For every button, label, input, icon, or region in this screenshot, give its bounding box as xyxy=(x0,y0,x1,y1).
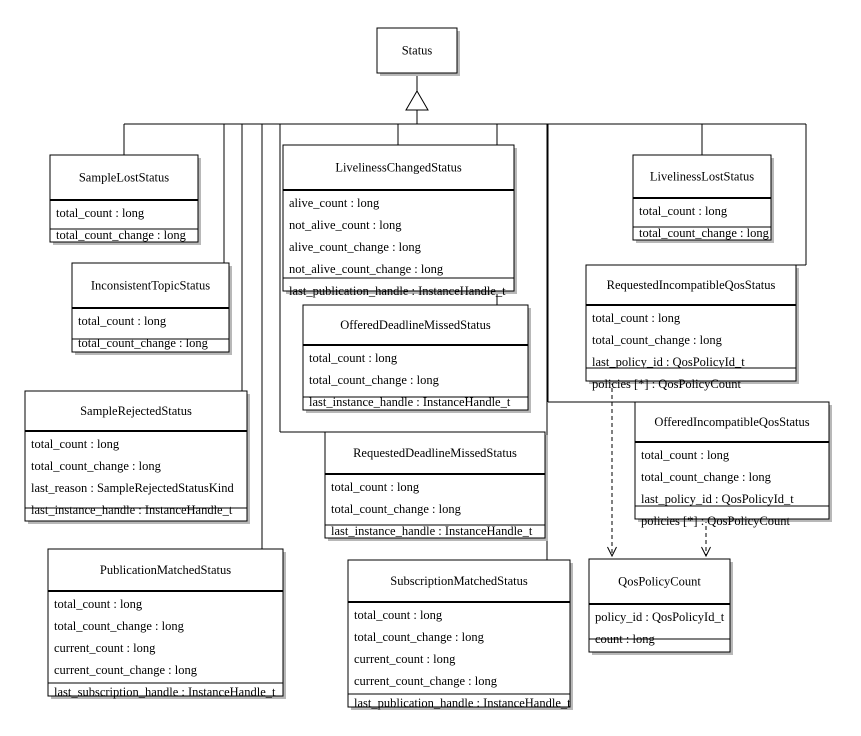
class-attribute-label: not_alive_count_change : long xyxy=(289,262,444,276)
class-box-frame xyxy=(49,154,199,243)
class-attribute-label: total_count : long xyxy=(31,437,120,451)
class-attribute-label: total_count : long xyxy=(641,448,730,462)
class-name-label: QosPolicyCount xyxy=(618,574,701,588)
class-name-label: OfferedIncompatibleQosStatus xyxy=(654,415,809,429)
class-name-label: SubscriptionMatchedStatus xyxy=(390,574,528,588)
class-attribute-label: policies [*] : QosPolicyCount xyxy=(641,514,790,528)
dep-offered-to-qospolicycount xyxy=(701,519,711,558)
class-box-subscription-matched-status[interactable]: SubscriptionMatchedStatus total_count : l… xyxy=(347,559,573,710)
class-box-offered-deadline-missed-status[interactable]: OfferedDeadlineMissedStatus total_count :… xyxy=(302,304,531,413)
class-box-frame xyxy=(585,264,797,382)
class-attribute-label: last_subscription_handle : InstanceHandl… xyxy=(54,685,276,699)
class-name-label: Status xyxy=(402,43,433,57)
class-attribute-label: not_alive_count : long xyxy=(289,218,402,232)
class-name-label: PublicationMatchedStatus xyxy=(100,563,231,577)
class-attribute-label: total_count : long xyxy=(78,314,167,328)
class-attribute-label: total_count_change : long xyxy=(78,336,209,350)
class-attribute-label: alive_count_change : long xyxy=(289,240,422,254)
class-name-label: SampleRejectedStatus xyxy=(80,404,192,418)
class-attribute-label: last_reason : SampleRejectedStatusKind xyxy=(31,481,234,495)
class-attribute-label: policy_id : QosPolicyId_t xyxy=(595,610,725,624)
class-attribute-label: last_policy_id : QosPolicyId_t xyxy=(592,355,745,369)
class-attribute-label: current_count_change : long xyxy=(54,663,198,677)
class-attribute-label: total_count : long xyxy=(56,206,145,220)
generalization-branch-requested-deadline-missed-status xyxy=(279,124,325,433)
class-attribute-label: current_count_change : long xyxy=(354,674,498,688)
class-attribute-label: total_count : long xyxy=(592,311,681,325)
class-attribute-label: total_count_change : long xyxy=(54,619,185,633)
class-box-sample-lost-status[interactable]: SampleLostStatus total_count : long total_… xyxy=(49,154,201,245)
class-box-frame xyxy=(282,144,515,292)
class-name-label: RequestedDeadlineMissedStatus xyxy=(353,446,517,460)
class-attribute-label: last_policy_id : QosPolicyId_t xyxy=(641,492,794,506)
class-box-frame xyxy=(47,548,284,697)
class-attribute-label: total_count : long xyxy=(309,351,398,365)
class-box-publication-matched-status[interactable]: PublicationMatchedStatus total_count : lo… xyxy=(47,548,286,699)
class-name-label: LivelinessLostStatus xyxy=(650,169,754,183)
class-box-frame xyxy=(376,27,458,74)
class-attribute-label: total_count : long xyxy=(354,608,443,622)
class-box-frame xyxy=(302,304,529,411)
class-box-frame xyxy=(24,390,248,522)
class-attribute-label: last_instance_handle : InstanceHandle_t xyxy=(31,503,233,517)
class-attribute-label: total_count_change : long xyxy=(641,470,772,484)
class-box-requested-incompatible-qos-status[interactable]: RequestedIncompatibleQosStatus total_coun… xyxy=(585,264,799,391)
class-box-inconsistent-topic-status[interactable]: InconsistentTopicStatus total_count : lon… xyxy=(71,262,232,355)
class-box-liveliness-lost-status[interactable]: LivelinessLostStatus total_count : long to… xyxy=(632,154,774,243)
class-box-frame xyxy=(588,558,731,653)
class-attribute-label: last_publication_handle : InstanceHandle… xyxy=(354,696,571,710)
class-attribute-label: total_count : long xyxy=(54,597,143,611)
class-attribute-label: total_count_change : long xyxy=(56,228,187,242)
class-attribute-label: last_publication_handle : InstanceHandle… xyxy=(289,284,506,298)
generalization-branch-requested-incompatible-qos-status xyxy=(796,124,807,266)
class-attribute-label: total_count_change : long xyxy=(354,630,485,644)
class-name-label: LivelinessChangedStatus xyxy=(335,160,462,174)
class-box-sample-rejected-status[interactable]: SampleRejectedStatus total_count : long to… xyxy=(24,390,250,524)
class-attribute-label: total_count_change : long xyxy=(309,373,440,387)
class-attribute-label: total_count_change : long xyxy=(331,502,462,516)
class-attribute-label: total_count_change : long xyxy=(592,333,723,347)
class-attribute-label: total_count : long xyxy=(331,480,420,494)
class-box-frame xyxy=(634,401,830,520)
dependency-arrowhead-icon xyxy=(607,546,617,558)
class-box-requested-deadline-missed-status[interactable]: RequestedDeadlineMissedStatus total_count… xyxy=(324,431,548,541)
class-attribute-label: alive_count : long xyxy=(289,196,380,210)
class-name-label: RequestedIncompatibleQosStatus xyxy=(607,278,776,292)
dependency-arrowhead-icon xyxy=(701,546,711,558)
class-attribute-label: total_count_change : long xyxy=(639,226,770,240)
class-name-label: OfferedDeadlineMissedStatus xyxy=(340,318,491,332)
class-attribute-label: current_count : long xyxy=(54,641,156,655)
class-attribute-label: total_count_change : long xyxy=(31,459,162,473)
generalization-arrowhead-icon xyxy=(405,90,429,111)
class-box-frame xyxy=(324,431,546,539)
class-name-label: SampleLostStatus xyxy=(79,170,169,184)
class-attribute-label: total_count : long xyxy=(639,204,728,218)
dep-requested-to-qospolicycount xyxy=(607,381,617,558)
class-name-label: InconsistentTopicStatus xyxy=(91,278,210,292)
class-box-frame xyxy=(347,559,571,708)
class-box-status[interactable]: Status xyxy=(376,27,460,76)
class-box-liveliness-changed-status[interactable]: LivelinessChangedStatus alive_count : lon… xyxy=(282,144,517,298)
class-box-offered-incompatible-qos-status[interactable]: OfferedIncompatibleQosStatus total_count … xyxy=(634,401,832,528)
class-attribute-label: last_instance_handle : InstanceHandle_t xyxy=(309,395,511,409)
class-attribute-label: last_instance_handle : InstanceHandle_t xyxy=(331,524,533,538)
class-attribute-label: current_count : long xyxy=(354,652,456,666)
generalization-branch-offered-incompatible-qos-status xyxy=(547,124,635,403)
class-attribute-label: policies [*] : QosPolicyCount xyxy=(592,377,741,391)
